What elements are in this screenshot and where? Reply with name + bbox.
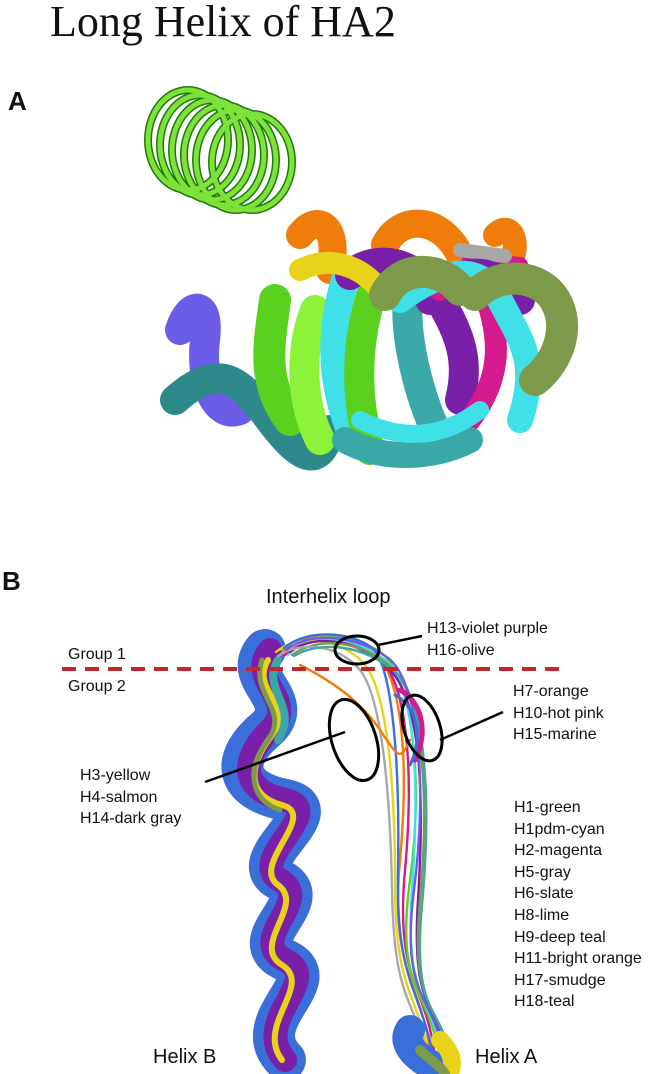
panel-a-image (144, 86, 579, 471)
legend-item: H17-smudge (514, 971, 606, 989)
callout-ellipse-top (333, 634, 381, 666)
callout-ellipse-left (327, 697, 381, 783)
callout-top-list: H13-violet purple H16-olive (427, 618, 548, 661)
panel-b-label: B (2, 566, 21, 596)
figure-title: Long Helix of HA2 (50, 0, 396, 46)
legend-item: H8-lime (514, 906, 570, 924)
legend-item: H1pdm-cyan (514, 820, 605, 838)
legend-item: H5-gray (514, 863, 571, 881)
single-helix-coil-highlight (145, 87, 295, 213)
legend-item: H6-slate (514, 885, 574, 903)
subtype-legend: H1-green H1pdm-cyan H2-magenta H5-gray H… (514, 797, 642, 1013)
callout-right-list: H7-orange H10-hot pink H15-marine (513, 681, 604, 746)
callout-top-item: H16-olive (427, 641, 495, 659)
legend-item: H18-teal (514, 993, 575, 1011)
callout-top-item: H13-violet purple (427, 620, 548, 637)
callout-left-item: H4-salmon (80, 788, 158, 806)
helix-b-ribbons (221, 629, 321, 1074)
callout-right-item: H10-hot pink (513, 704, 604, 722)
callout-ellipse-right (400, 693, 444, 763)
callout-left-list: H3-yellow H4-salmon H14-dark gray (80, 765, 181, 830)
callout-line-right (439, 710, 504, 742)
callout-left-item: H3-yellow (80, 767, 151, 784)
panel-a-label: A (8, 86, 27, 116)
callout-line-top (377, 634, 423, 647)
legend-item: H2-magenta (514, 842, 603, 860)
callout-line-left (204, 730, 346, 784)
legend-item: H1-green (514, 799, 581, 816)
callout-left-item: H14-dark gray (80, 810, 182, 828)
group-1-label: Group 1 (68, 646, 126, 663)
callout-right-item: H7-orange (513, 683, 589, 700)
interhelix-loop-label: Interhelix loop (266, 586, 391, 608)
helix-a-base (392, 1015, 461, 1074)
legend-item: H11-bright orange (514, 950, 642, 968)
superposed-helix-bundle (160, 209, 579, 471)
legend-item: H9-deep teal (514, 928, 606, 946)
helix-b-label: Helix B (153, 1046, 217, 1068)
group-2-label: Group 2 (68, 678, 126, 695)
callout-right-item: H15-marine (513, 726, 597, 744)
helix-a-label: Helix A (475, 1046, 538, 1068)
